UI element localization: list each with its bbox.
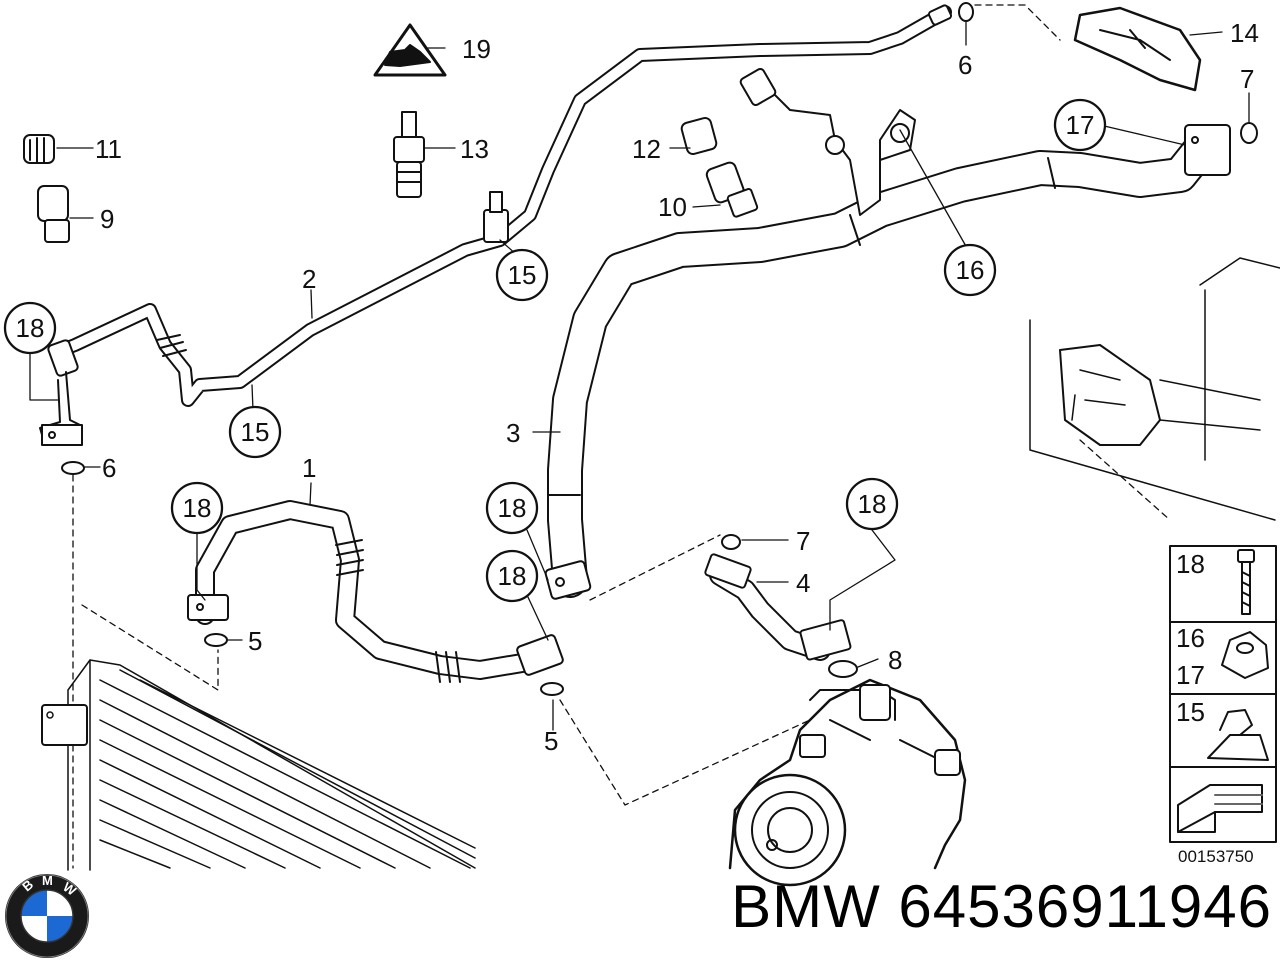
callout-2: 2 bbox=[302, 264, 316, 294]
callout-1: 1 bbox=[302, 453, 316, 483]
callout-6-left: 6 bbox=[102, 453, 116, 483]
o-ring-6b bbox=[61, 461, 85, 475]
valve-cap-12 bbox=[680, 117, 718, 155]
callout-6-top: 6 bbox=[958, 50, 972, 80]
legend-label-17: 17 bbox=[1176, 660, 1205, 690]
callout-10: 10 bbox=[658, 192, 687, 222]
callout-8: 8 bbox=[888, 645, 902, 675]
leader-lines bbox=[29, 21, 1250, 731]
o-ring-5b bbox=[540, 682, 564, 696]
hose-4 bbox=[704, 553, 852, 661]
callout-5-left: 5 bbox=[248, 626, 262, 656]
callout-9: 9 bbox=[100, 204, 114, 234]
bmw-logo: B M W bbox=[5, 873, 89, 958]
callout-5-bottom: 5 bbox=[544, 726, 558, 756]
mounting-bracket-14 bbox=[1073, 6, 1202, 92]
o-ring-7a bbox=[1240, 122, 1258, 144]
circled-18-hose3: 18 bbox=[498, 493, 527, 523]
svg-text:M: M bbox=[42, 873, 53, 888]
dashed-connections bbox=[72, 4, 1171, 869]
warning-label-19 bbox=[373, 23, 447, 77]
hose-3 bbox=[544, 67, 1231, 600]
circled-15-top: 15 bbox=[508, 260, 537, 290]
o-ring-8 bbox=[828, 660, 858, 678]
pressure-sensor-13 bbox=[393, 111, 425, 198]
condenser bbox=[41, 659, 476, 871]
hose-1 bbox=[187, 500, 564, 683]
nut-icon bbox=[1221, 631, 1269, 679]
legend-label-15: 15 bbox=[1176, 697, 1205, 727]
legend-labels: 18 16 17 15 bbox=[1176, 549, 1205, 727]
callout-14: 14 bbox=[1230, 18, 1259, 48]
callout-circles bbox=[3, 98, 1107, 603]
part-number-title: BMW 64536911946 bbox=[731, 873, 1272, 940]
callout-11: 11 bbox=[95, 134, 122, 164]
callout-4: 4 bbox=[796, 568, 810, 598]
inset-detail bbox=[1029, 257, 1280, 521]
bolt-icon bbox=[1237, 549, 1255, 615]
reference-code: 00153750 bbox=[1178, 847, 1254, 866]
clip-icon bbox=[1207, 709, 1269, 761]
circled-18-right: 18 bbox=[858, 489, 887, 519]
direction-arrow-icon bbox=[1177, 784, 1263, 833]
callout-3: 3 bbox=[506, 418, 520, 448]
callout-12: 12 bbox=[632, 134, 661, 164]
circled-18-hose1: 18 bbox=[183, 493, 212, 523]
valve-cap-11 bbox=[23, 134, 55, 164]
circled-18-left: 18 bbox=[16, 313, 45, 343]
callout-numbers: 19 11 13 9 12 10 6 14 7 2 3 6 1 7 4 8 5 … bbox=[95, 18, 1259, 756]
legend-label-18: 18 bbox=[1176, 549, 1205, 579]
circled-numbers: 17 15 16 18 15 18 18 18 18 bbox=[16, 110, 1095, 591]
legend-label-16: 16 bbox=[1176, 623, 1205, 653]
callout-13: 13 bbox=[460, 134, 489, 164]
circled-16: 16 bbox=[956, 255, 985, 285]
callout-7-top: 7 bbox=[1240, 64, 1254, 94]
compressor bbox=[728, 678, 967, 887]
circled-18-mid: 18 bbox=[498, 561, 527, 591]
legend-box bbox=[1169, 545, 1277, 843]
callout-7-bottom: 7 bbox=[796, 526, 810, 556]
service-valve-10 bbox=[705, 161, 759, 218]
circled-17: 17 bbox=[1066, 110, 1095, 140]
service-valve-9 bbox=[37, 185, 70, 243]
circled-15-left: 15 bbox=[241, 417, 270, 447]
callout-19: 19 bbox=[462, 34, 491, 64]
o-ring-5a bbox=[204, 633, 228, 647]
o-ring-7b bbox=[721, 534, 741, 550]
o-ring-6a bbox=[958, 2, 974, 22]
